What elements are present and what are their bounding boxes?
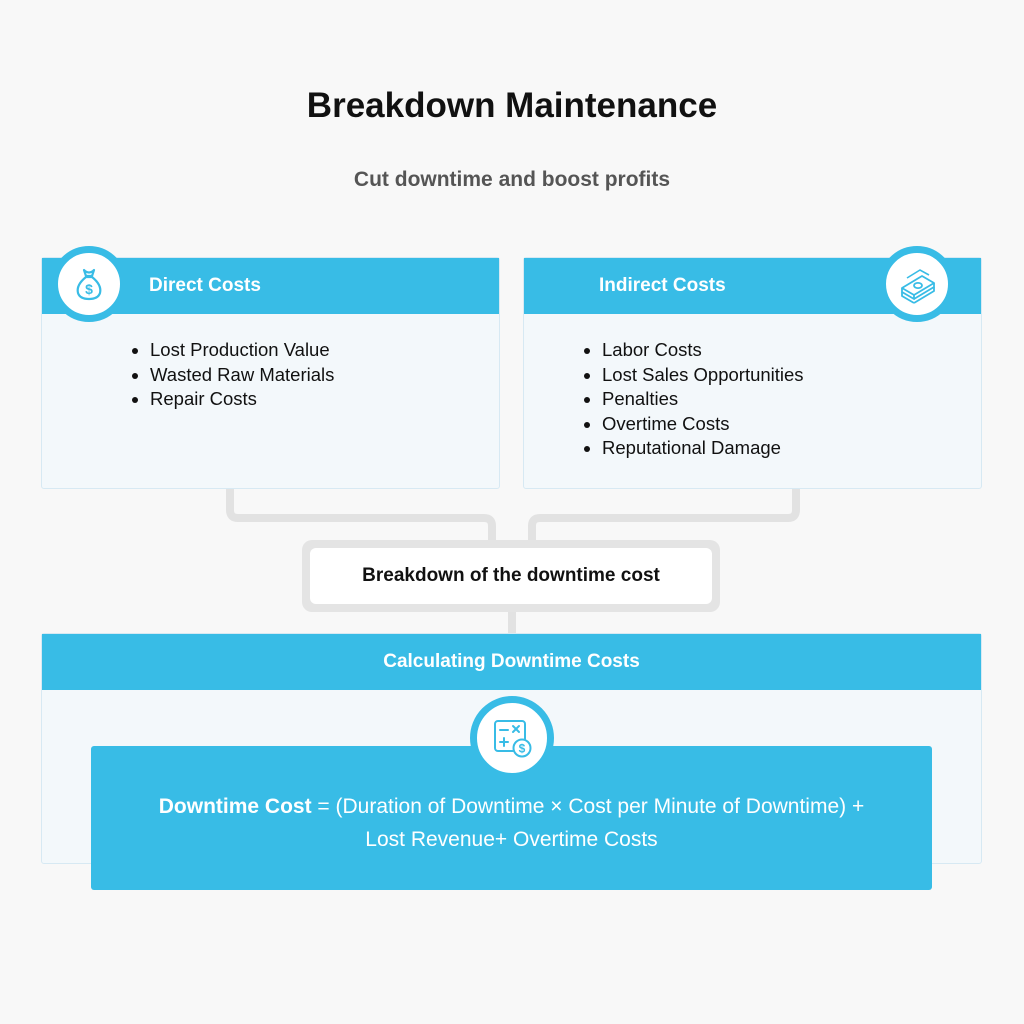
calculator-dollar-icon: $ xyxy=(470,696,554,780)
formula-text: Downtime Cost = (Duration of Downtime × … xyxy=(152,790,872,856)
list-item: Overtime Costs xyxy=(602,412,804,437)
money-bag-icon: $ xyxy=(51,246,127,322)
formula-body: = (Duration of Downtime × Cost per Minut… xyxy=(311,795,865,851)
calculating-downtime-header: Calculating Downtime Costs xyxy=(42,634,981,690)
list-item: Reputational Damage xyxy=(602,436,804,461)
list-item: Lost Sales Opportunities xyxy=(602,363,804,388)
list-item: Wasted Raw Materials xyxy=(150,363,334,388)
list-item: Labor Costs xyxy=(602,338,804,363)
svg-text:$: $ xyxy=(85,281,93,297)
indirect-costs-list: Labor Costs Lost Sales Opportunities Pen… xyxy=(582,338,804,461)
calculating-downtime-heading: Calculating Downtime Costs xyxy=(383,651,640,672)
cash-stack-icon xyxy=(879,246,955,322)
page-subtitle: Cut downtime and boost profits xyxy=(353,168,671,191)
downtime-cost-breakdown-box: Breakdown of the downtime cost xyxy=(302,540,720,612)
list-item: Lost Production Value xyxy=(150,338,334,363)
formula-label: Downtime Cost xyxy=(158,795,312,818)
page-title: Breakdown Maintenance xyxy=(306,86,718,125)
indirect-costs-heading: Indirect Costs xyxy=(599,275,726,296)
list-item: Repair Costs xyxy=(150,387,334,412)
downtime-cost-breakdown-label: Breakdown of the downtime cost xyxy=(310,548,712,604)
svg-text:$: $ xyxy=(519,742,526,756)
direct-costs-heading: Direct Costs xyxy=(149,275,261,296)
list-item: Penalties xyxy=(602,387,804,412)
direct-costs-list: Lost Production Value Wasted Raw Materia… xyxy=(130,338,334,412)
